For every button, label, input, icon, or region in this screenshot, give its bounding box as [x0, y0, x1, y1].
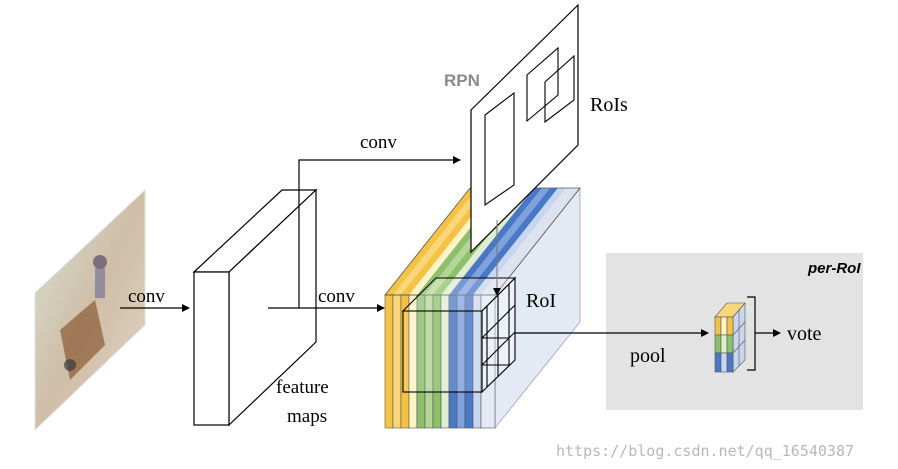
conv-label-left: conv [128, 286, 165, 307]
rpn-panel [470, 3, 579, 254]
rois-label: RoIs [590, 94, 628, 116]
conv-arrow-top [298, 156, 461, 308]
conv-label-mid: conv [318, 286, 355, 307]
roi-label: RoI [526, 290, 556, 312]
conv-label-top: conv [360, 132, 397, 153]
pool-label: pool [630, 345, 666, 367]
input-image [34, 188, 146, 432]
rpn-label: RPN [444, 71, 480, 90]
feature-maps-line2: maps [287, 406, 327, 427]
vote-label: vote [787, 323, 822, 345]
watermark: https://blog.csdn.net/qq_16540387 [556, 442, 854, 460]
roi-box [401, 276, 517, 394]
feature-maps-line1: feature [276, 377, 329, 398]
pooled-feature [714, 302, 746, 373]
feature-maps-label: feature maps [276, 377, 333, 427]
per-roi-label: per-RoI [807, 260, 861, 277]
